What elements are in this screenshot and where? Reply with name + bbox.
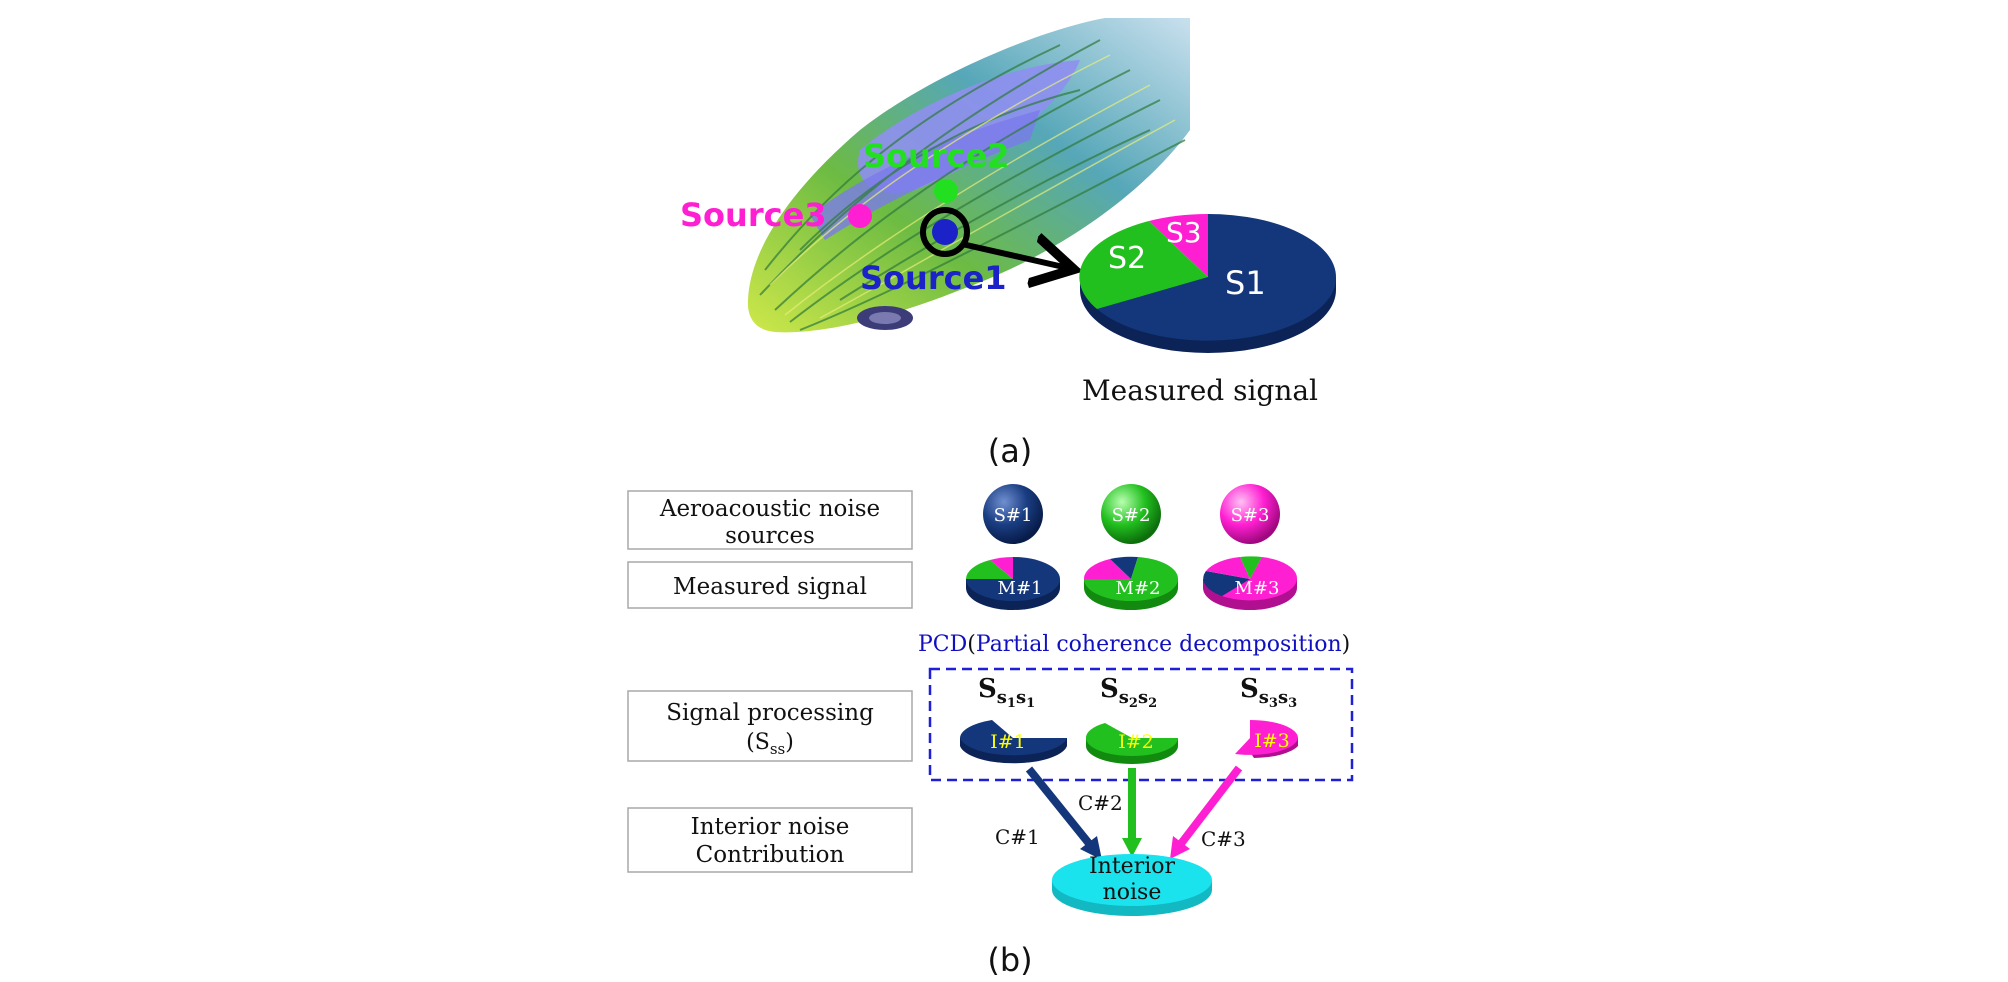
component-pie-3: I#3: [1235, 720, 1298, 758]
measured-signal-caption: Measured signal: [1082, 374, 1318, 407]
contribution-arrow-1: [1025, 766, 1102, 860]
source-ball-label: S#1: [994, 505, 1033, 526]
source3-label: Source3: [680, 196, 827, 234]
source2-label: Source2: [863, 137, 1010, 175]
source-ball-2: S#2: [1101, 484, 1161, 544]
ss-heading-2: Ss2s2: [1100, 674, 1157, 711]
source-ball-1: S#1: [983, 484, 1043, 544]
pie-label-s1: S1: [1225, 264, 1266, 302]
panel-a-label: (a): [988, 432, 1033, 470]
row-label-line2: sources: [725, 523, 815, 549]
component-pie-1: I#1: [960, 720, 1067, 764]
pcd-dashed-box: [928, 667, 1354, 782]
pcd-heading: PCD(Partial coherence decomposition): [918, 632, 1350, 657]
panel-b-label: (b): [987, 941, 1032, 979]
component-pie-2: I#2: [1085, 723, 1178, 764]
interior-noise-line1: Interior: [1089, 854, 1176, 879]
source1-highlight-ring: [920, 207, 970, 257]
measured-pie-2: M#2: [1083, 556, 1179, 610]
source-markers: [848, 179, 970, 257]
ss-heading-3: Ss3s3: [1240, 674, 1297, 711]
row-label-line2: Contribution: [696, 842, 845, 868]
contribution-label-2: C#2: [1078, 791, 1123, 815]
source1-label: Source1: [860, 259, 1007, 297]
pie-label-s3: S3: [1166, 216, 1202, 249]
row-label-signal-processing: Signal processing (Sss): [627, 690, 913, 762]
car-flow-visualization: [747, 18, 1190, 333]
contribution-arrow-2: [1122, 768, 1142, 857]
component-pie-label: I#2: [1118, 731, 1154, 753]
ss-heading-1: Ss1s1: [978, 674, 1035, 711]
component-pie-label: I#1: [990, 731, 1026, 753]
source3-marker: [848, 204, 872, 228]
row-label-line2: (Sss): [746, 730, 794, 758]
interior-noise-disc: Interior noise: [1052, 854, 1212, 916]
source-ball-label: S#3: [1231, 505, 1270, 526]
row-label-aeroacoustic-sources: Aeroacoustic noise sources: [627, 490, 913, 550]
measured-pie-label: M#1: [998, 578, 1043, 599]
contribution-label-3: C#3: [1201, 827, 1246, 851]
measured-pie-3: M#3: [1203, 556, 1298, 610]
component-pie-label: I#3: [1254, 730, 1290, 752]
measured-pie-label: M#3: [1235, 578, 1280, 599]
row-label-text: Measured signal: [673, 574, 867, 600]
source-to-signal-arrow: [961, 244, 1068, 268]
measured-signal-pie: S1 S2 S3: [1079, 213, 1337, 353]
measured-pie-label: M#2: [1116, 578, 1161, 599]
row-label-line1: Interior noise: [691, 814, 850, 840]
source-ball-label: S#2: [1112, 505, 1151, 526]
measured-pie-1: M#1: [966, 557, 1060, 610]
row-label-line1: Aeroacoustic noise: [659, 496, 880, 522]
source2-marker: [934, 179, 958, 203]
source1-marker: [932, 219, 958, 245]
contribution-arrow-3: [1170, 765, 1243, 859]
row-label-interior-contribution: Interior noise Contribution: [627, 807, 913, 873]
pie-label-s2: S2: [1108, 241, 1146, 276]
interior-noise-line2: noise: [1103, 880, 1162, 905]
contribution-label-1: C#1: [995, 825, 1040, 849]
row-label-line1: Signal processing: [666, 700, 874, 726]
source-ball-3: S#3: [1220, 484, 1280, 544]
row-label-measured-signal: Measured signal: [627, 561, 913, 609]
